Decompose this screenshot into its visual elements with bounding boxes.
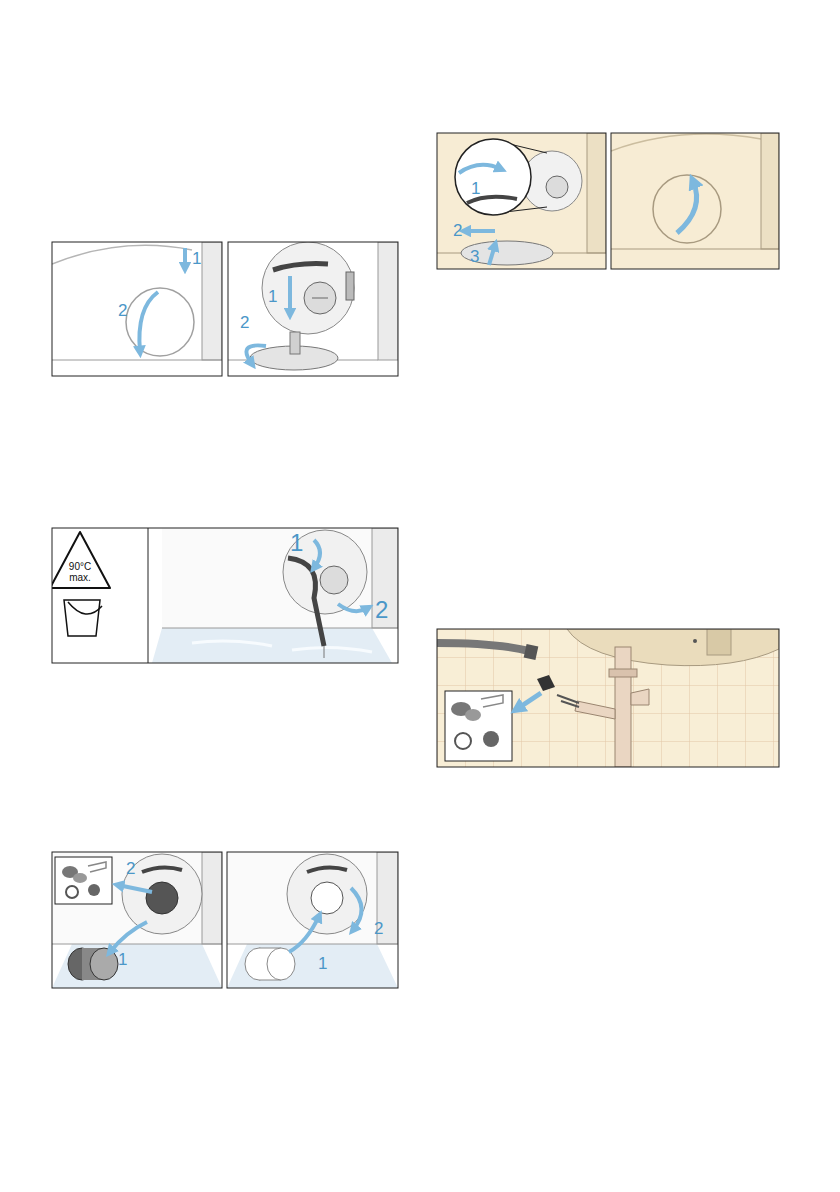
callout-number: 2 <box>118 302 127 319</box>
callout-number: 2 <box>240 314 249 331</box>
drain-hose-panel <box>50 528 398 663</box>
callout-number: 2 <box>374 920 383 937</box>
refit-cover-panel <box>437 133 606 269</box>
callout-number: 2 <box>126 860 135 877</box>
remove-cover-panel <box>228 242 398 376</box>
callout-number: 2 <box>375 598 388 622</box>
callout-number: 1 <box>118 951 127 968</box>
callout-number: 2 <box>453 222 462 239</box>
callout-number: 1 <box>192 250 201 267</box>
callout-number: 1 <box>268 288 277 305</box>
remove-pump-cap-panel <box>52 852 222 988</box>
callout-number: 1 <box>318 955 327 972</box>
siphon-connection-panel <box>437 629 779 767</box>
open-cover-panel <box>52 242 222 376</box>
callout-number: 1 <box>471 180 480 197</box>
callout-number: 3 <box>470 248 479 265</box>
temperature-label: 90°C max. <box>63 561 97 583</box>
callout-number: 1 <box>290 531 303 555</box>
refit-pump-cap-panel <box>227 852 398 988</box>
close-cover-panel <box>611 133 779 269</box>
